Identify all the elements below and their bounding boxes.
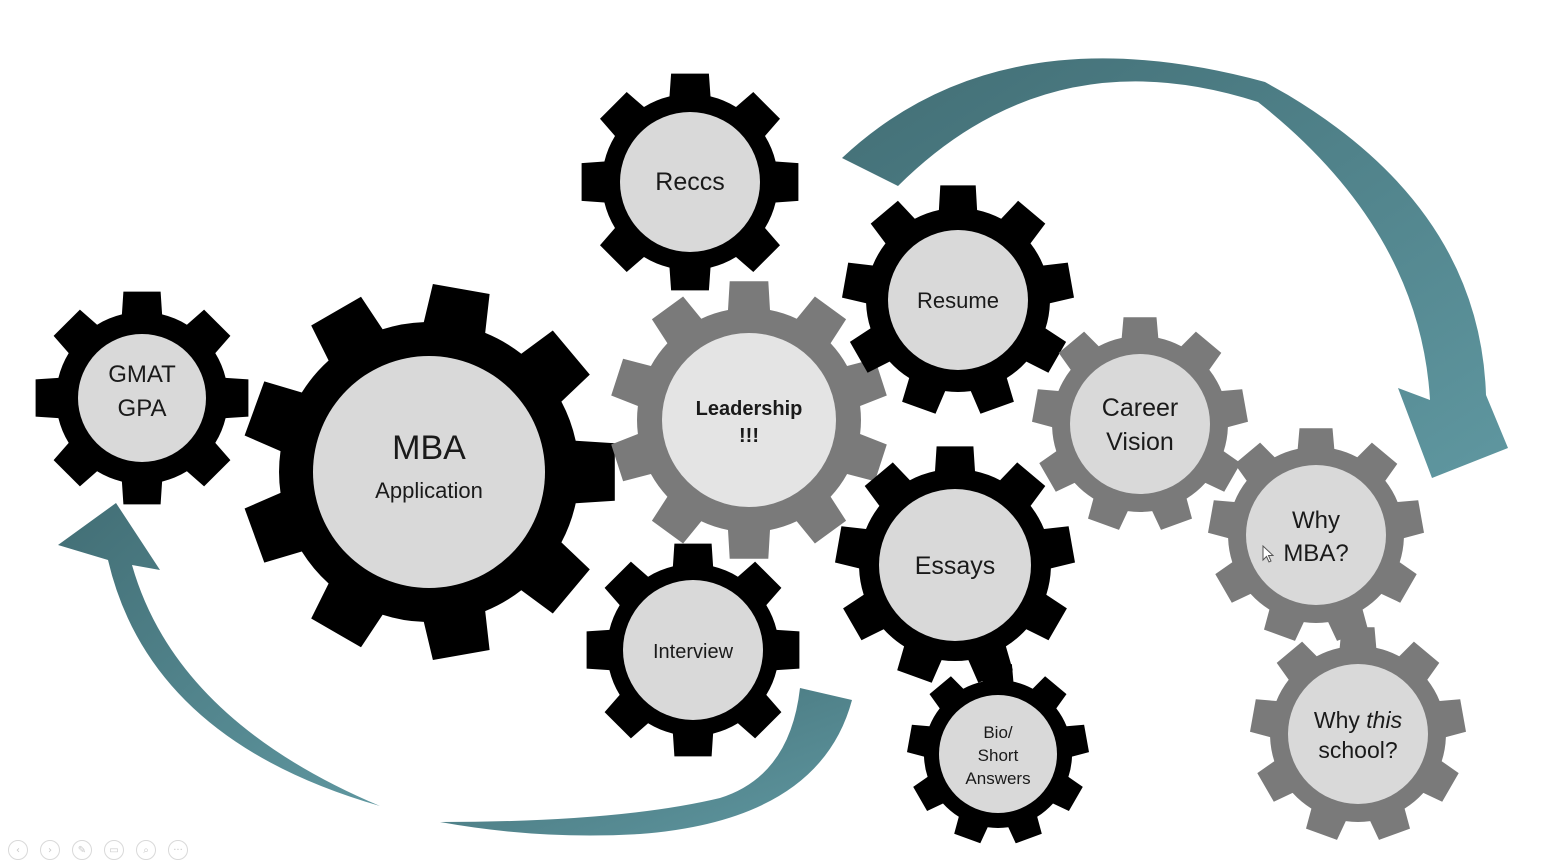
gear-career-label: Vision bbox=[1106, 428, 1174, 456]
gear-mba-label: Application bbox=[375, 478, 483, 503]
gear-gmat-hub bbox=[78, 334, 206, 462]
gear-interview: Interview bbox=[586, 543, 800, 757]
mouse-cursor-icon bbox=[1262, 545, 1274, 563]
pen-icon: ✎ bbox=[77, 845, 87, 856]
gear-whyschool-hub bbox=[1288, 664, 1428, 804]
gear-interview-label: Interview bbox=[653, 641, 734, 663]
gear-resume: Resume bbox=[842, 185, 1074, 414]
gear-resume-label: Resume bbox=[917, 288, 999, 313]
gear-interview-hub bbox=[623, 580, 763, 720]
gear-bio-label: Short bbox=[978, 746, 1019, 765]
presentation-toolbar: ‹ › ✎ ▭ ⌕ ··· bbox=[8, 840, 188, 860]
zoom-icon: ⌕ bbox=[143, 845, 149, 856]
gear-reccs-label: Reccs bbox=[655, 168, 724, 196]
gear-essays-hub bbox=[879, 489, 1031, 641]
gear-leadership-label: Leadership bbox=[696, 398, 803, 420]
gear-reccs-hub bbox=[620, 112, 760, 252]
gear-gmat: GMAT GPA bbox=[35, 291, 249, 505]
slides-icon: ▭ bbox=[109, 845, 119, 856]
gear-reccs: Reccs bbox=[581, 73, 799, 291]
gear-career-hub bbox=[1070, 354, 1210, 494]
gear-leadership: Leadership!!! bbox=[611, 281, 887, 559]
gear-resume-hub bbox=[888, 230, 1028, 370]
gear-bio-hub bbox=[939, 695, 1057, 813]
cycle-arrows bbox=[58, 58, 1508, 836]
more-icon: ··· bbox=[173, 845, 183, 856]
gear-mba-hub bbox=[313, 356, 545, 588]
gear-leadership-label: !!! bbox=[739, 425, 759, 447]
slides-view-button[interactable]: ▭ bbox=[104, 840, 124, 860]
gear-whyschool: Why this school? bbox=[1250, 627, 1466, 840]
previous-slide-button[interactable]: ‹ bbox=[8, 840, 28, 860]
zoom-button[interactable]: ⌕ bbox=[136, 840, 156, 860]
gear-mba: MBA Application bbox=[244, 284, 615, 660]
gear-bio-label: Bio/ bbox=[983, 723, 1013, 742]
gear-whymba-hub bbox=[1246, 465, 1386, 605]
chevron-right-icon: › bbox=[48, 845, 52, 856]
gear-whyschool-label: school? bbox=[1318, 737, 1397, 763]
next-slide-button[interactable]: › bbox=[40, 840, 60, 860]
gear-bio-label: Answers bbox=[965, 769, 1030, 788]
top-arc-arrow bbox=[842, 58, 1508, 478]
gear-essays-label: Essays bbox=[915, 552, 996, 580]
left-arc-arrow bbox=[58, 503, 380, 806]
chevron-left-icon: ‹ bbox=[16, 845, 20, 856]
bottom-arc-arrow bbox=[440, 688, 852, 836]
gear-leadership-hub bbox=[662, 333, 836, 507]
gear-gmat-label: GPA bbox=[118, 395, 167, 422]
gear-gmat-label: GMAT bbox=[108, 361, 176, 388]
pen-tool-button[interactable]: ✎ bbox=[72, 840, 92, 860]
more-options-button[interactable]: ··· bbox=[168, 840, 188, 860]
gear-whyschool-label: Why this bbox=[1314, 707, 1403, 733]
gear-career-label: Career bbox=[1102, 394, 1178, 422]
gear-whymba-label: MBA? bbox=[1283, 540, 1348, 567]
gear-mba-label: MBA bbox=[392, 429, 466, 467]
gear-whymba-label: Why bbox=[1292, 507, 1340, 534]
gear-essays: Essays bbox=[835, 446, 1075, 683]
